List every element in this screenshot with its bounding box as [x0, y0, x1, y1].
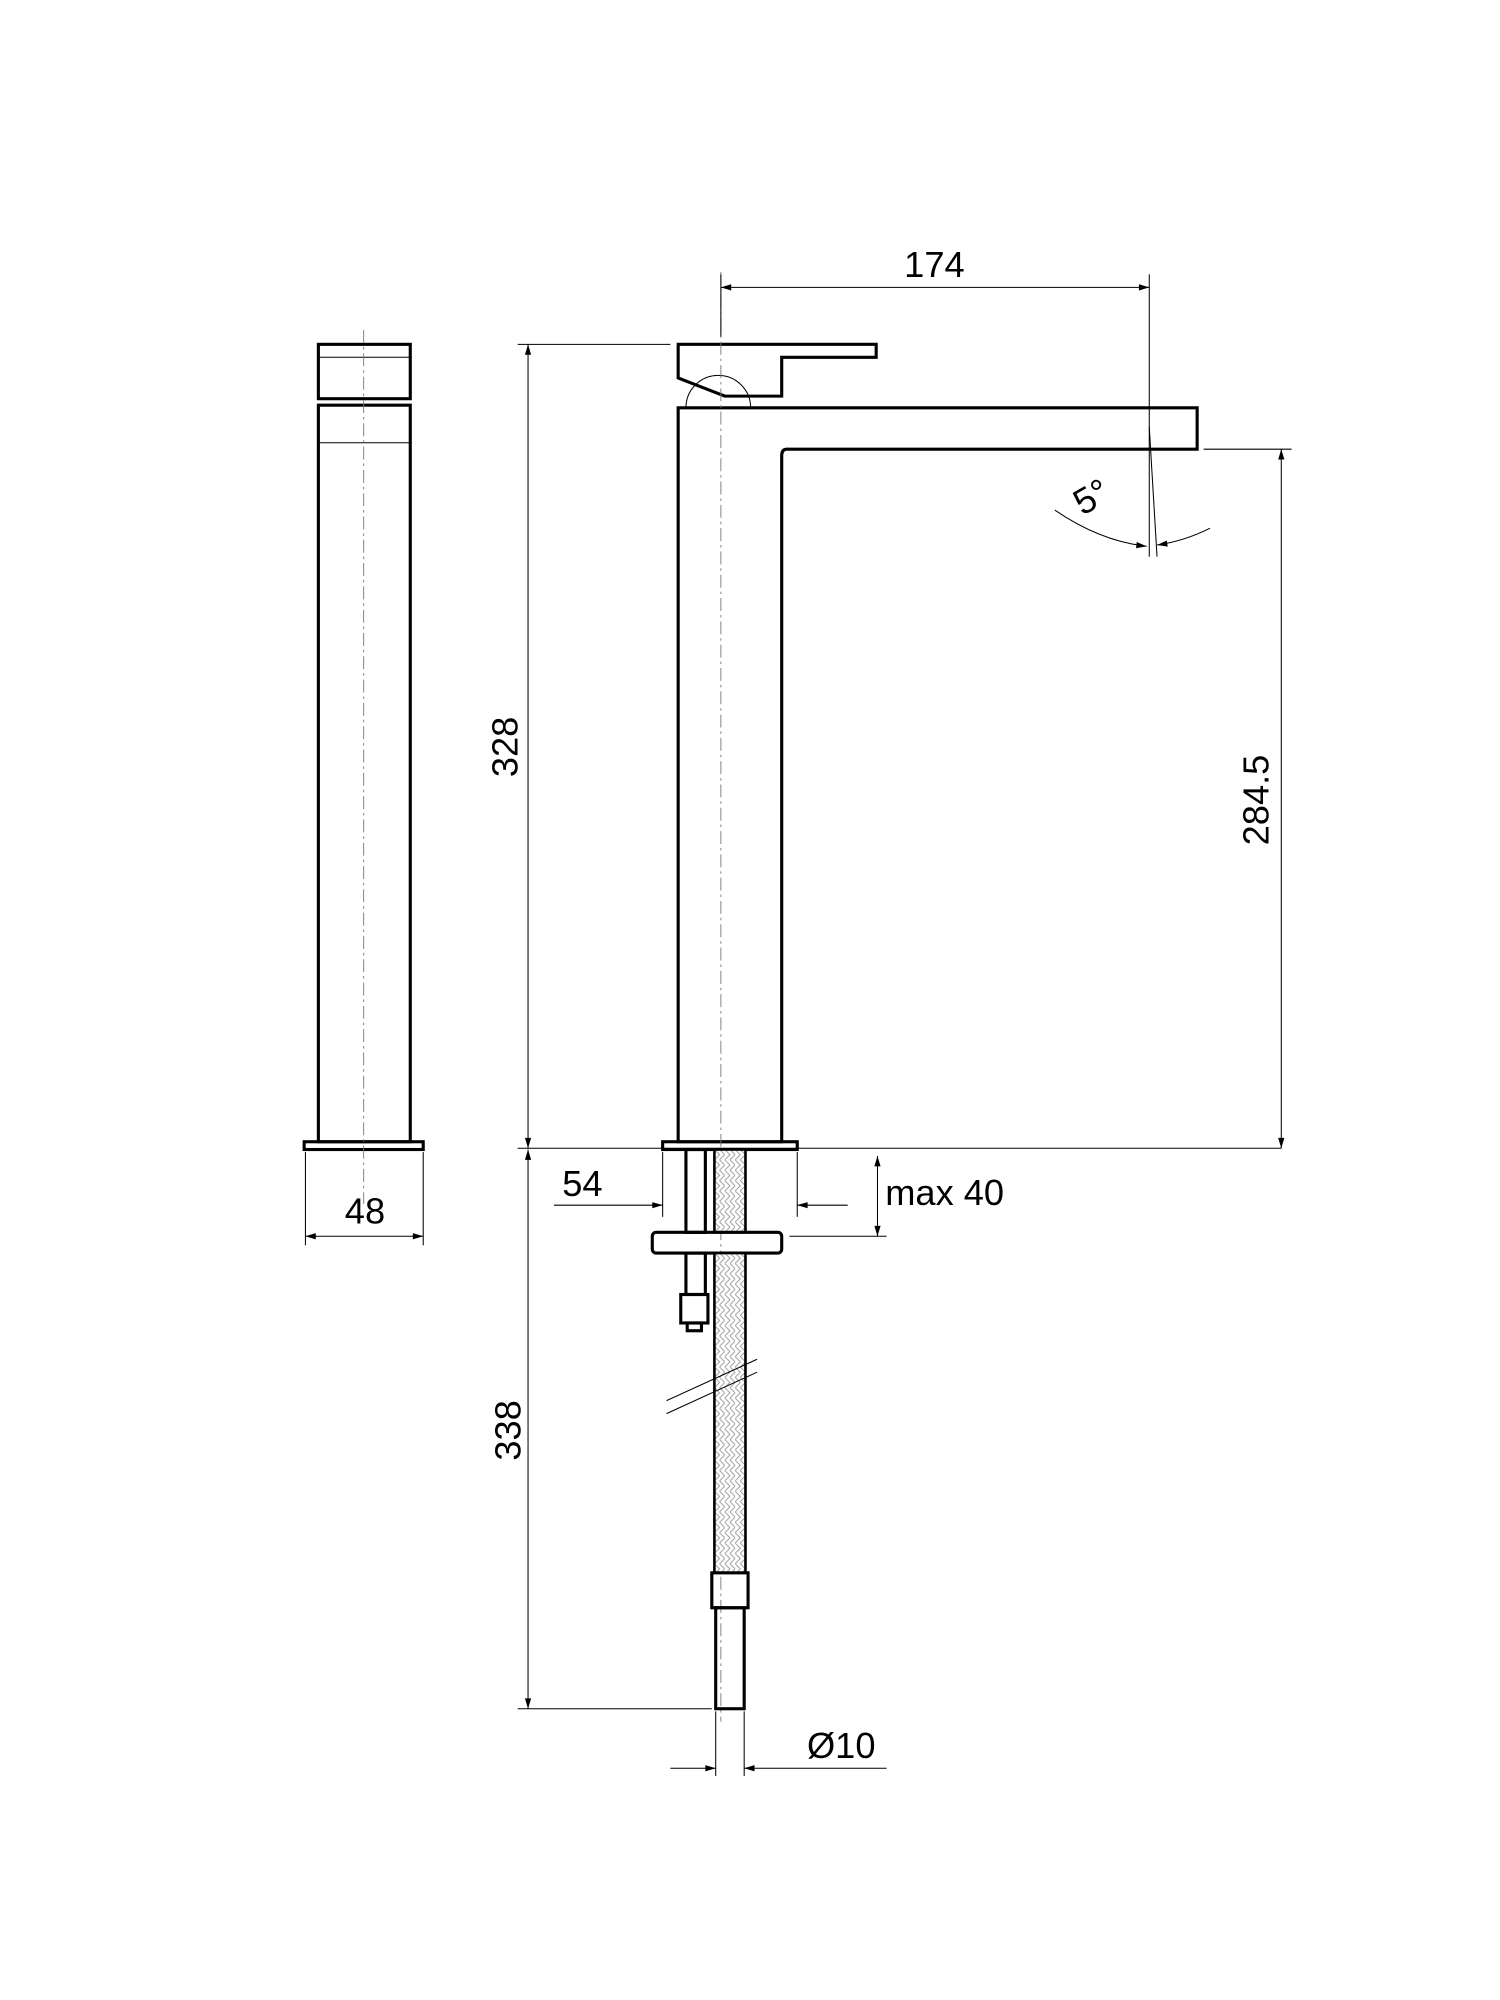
dim-max-deck-thickness: max 40	[885, 1172, 1004, 1213]
dim-spout-angle: 5°	[1066, 470, 1117, 523]
front-view	[650, 271, 1199, 1722]
dim-spout-reach: 174	[904, 244, 964, 285]
dim-hose-diameter: Ø10	[807, 1725, 875, 1766]
dim-base-diameter: 54	[562, 1163, 602, 1204]
dim-hose-length: 338	[487, 1400, 528, 1460]
dim-max-40	[789, 1155, 887, 1237]
dim-total-height: 328	[485, 717, 526, 777]
dim-174	[720, 274, 1150, 557]
dim-spout-height: 284.5	[1235, 755, 1276, 846]
dim-diameter-10	[670, 1711, 887, 1777]
dim-side-width: 48	[345, 1190, 385, 1231]
dim-angle	[1054, 427, 1211, 557]
dim-338	[517, 1149, 712, 1710]
side-view	[302, 330, 425, 1246]
dim-54	[553, 1152, 848, 1217]
dim-284-5	[1203, 448, 1292, 1149]
dim-328	[517, 343, 1282, 1149]
